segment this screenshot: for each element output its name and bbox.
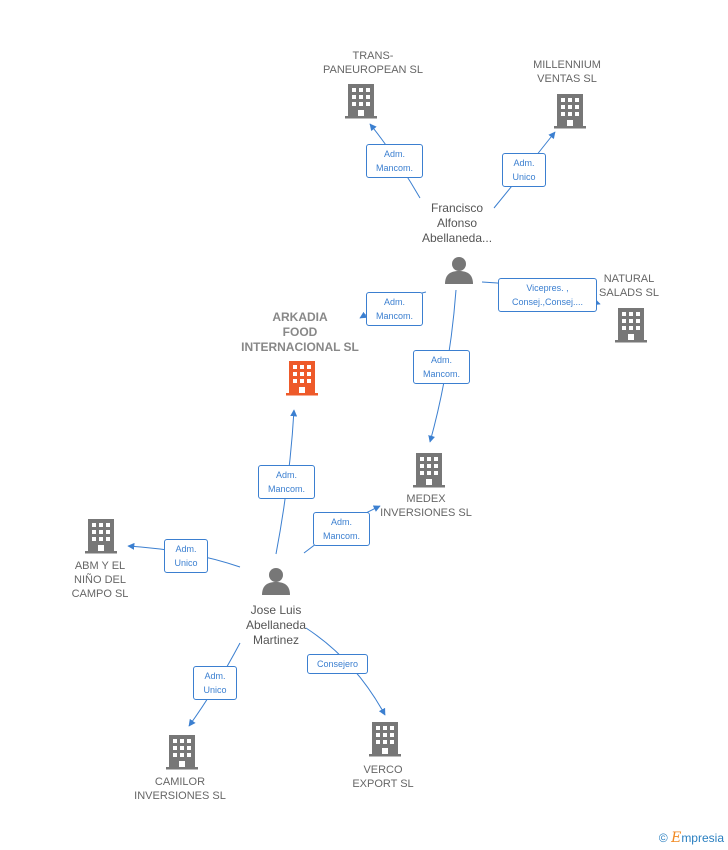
node-label-trans-paneuropean[interactable]: TRANS-PANEUROPEAN SL [322,50,424,76]
edge-label-jose-arkadia: Adm.Mancom. [258,465,315,499]
copyright-icon: © [658,831,668,845]
edge-label-francisco-millennium: Adm.Unico [502,153,546,187]
arkadia-food-building-icon[interactable] [286,361,318,396]
empresia-brand[interactable]: © Empresia [659,830,724,846]
edge-label-francisco-medex: Adm.Mancom. [413,350,470,384]
francisco-person-icon[interactable] [445,257,473,284]
edge-label-jose-abm: Adm.Unico [164,539,208,573]
edge-label-jose-camilor: Adm.Unico [193,666,237,700]
trans-paneuropean-building-icon[interactable] [345,84,377,119]
edge-label-jose-medex: Adm.Mancom. [313,512,370,546]
edge-label-francisco-natural: Vicepres. ,Consej.,Consej.... [498,278,597,312]
jose-luis-person-icon[interactable] [262,568,290,595]
verco-export-building-icon[interactable] [369,722,401,757]
brand-initial: E [671,830,682,846]
edge-label-jose-verco: Consejero [307,654,368,674]
edge-label-francisco-trans: Adm.Mancom. [366,144,423,178]
abm-nino-del-campo-building-icon[interactable] [85,519,117,554]
natural-salads-building-icon[interactable] [615,308,647,343]
medex-inversiones-building-icon[interactable] [413,453,445,488]
millennium-ventas-building-icon[interactable] [554,94,586,129]
edge-label-francisco-arkadia: Adm.Mancom. [366,292,423,326]
brand-name: mpresia [681,831,724,845]
camilor-inversiones-building-icon[interactable] [166,735,198,770]
